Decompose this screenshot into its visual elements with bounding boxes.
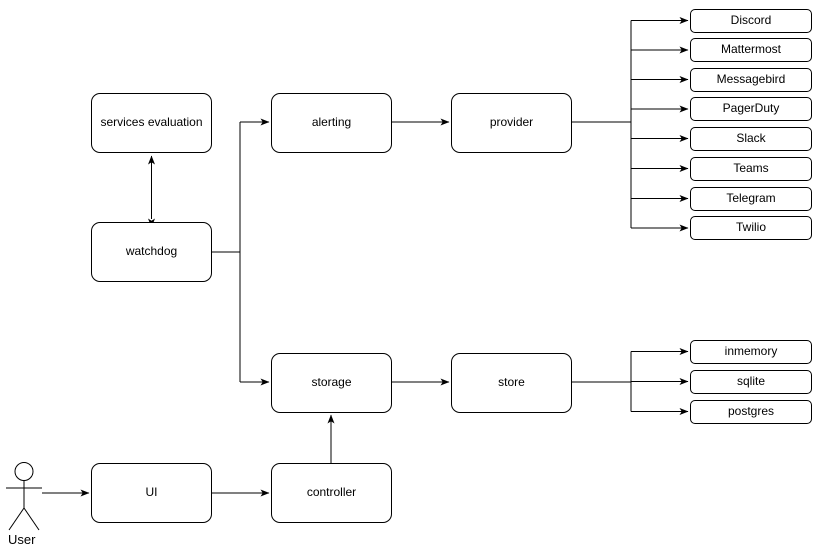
node-provider-messagebird[interactable]: Messagebird bbox=[690, 68, 812, 92]
node-provider-slack[interactable]: Slack bbox=[690, 127, 812, 151]
user-stick-figure bbox=[6, 462, 42, 531]
node-services-evaluation[interactable]: services evaluation bbox=[91, 93, 212, 153]
node-store-postgres[interactable]: postgres bbox=[690, 400, 812, 424]
node-ui[interactable]: UI bbox=[91, 463, 212, 523]
node-provider-twilio[interactable]: Twilio bbox=[690, 216, 812, 240]
node-alerting[interactable]: alerting bbox=[271, 93, 392, 153]
actor-label-user: User bbox=[8, 532, 36, 547]
node-store-sqlite[interactable]: sqlite bbox=[690, 370, 812, 394]
node-controller[interactable]: controller bbox=[271, 463, 392, 523]
node-provider-mattermost[interactable]: Mattermost bbox=[690, 38, 812, 62]
node-provider-pagerduty[interactable]: PagerDuty bbox=[690, 97, 812, 121]
node-provider[interactable]: provider bbox=[451, 93, 572, 153]
node-provider-discord[interactable]: Discord bbox=[690, 9, 812, 33]
node-provider-teams[interactable]: Teams bbox=[690, 157, 812, 181]
node-watchdog[interactable]: watchdog bbox=[91, 222, 212, 282]
node-store[interactable]: store bbox=[451, 353, 572, 413]
node-storage[interactable]: storage bbox=[271, 353, 392, 413]
node-provider-telegram[interactable]: Telegram bbox=[690, 187, 812, 211]
node-store-inmemory[interactable]: inmemory bbox=[690, 340, 812, 364]
